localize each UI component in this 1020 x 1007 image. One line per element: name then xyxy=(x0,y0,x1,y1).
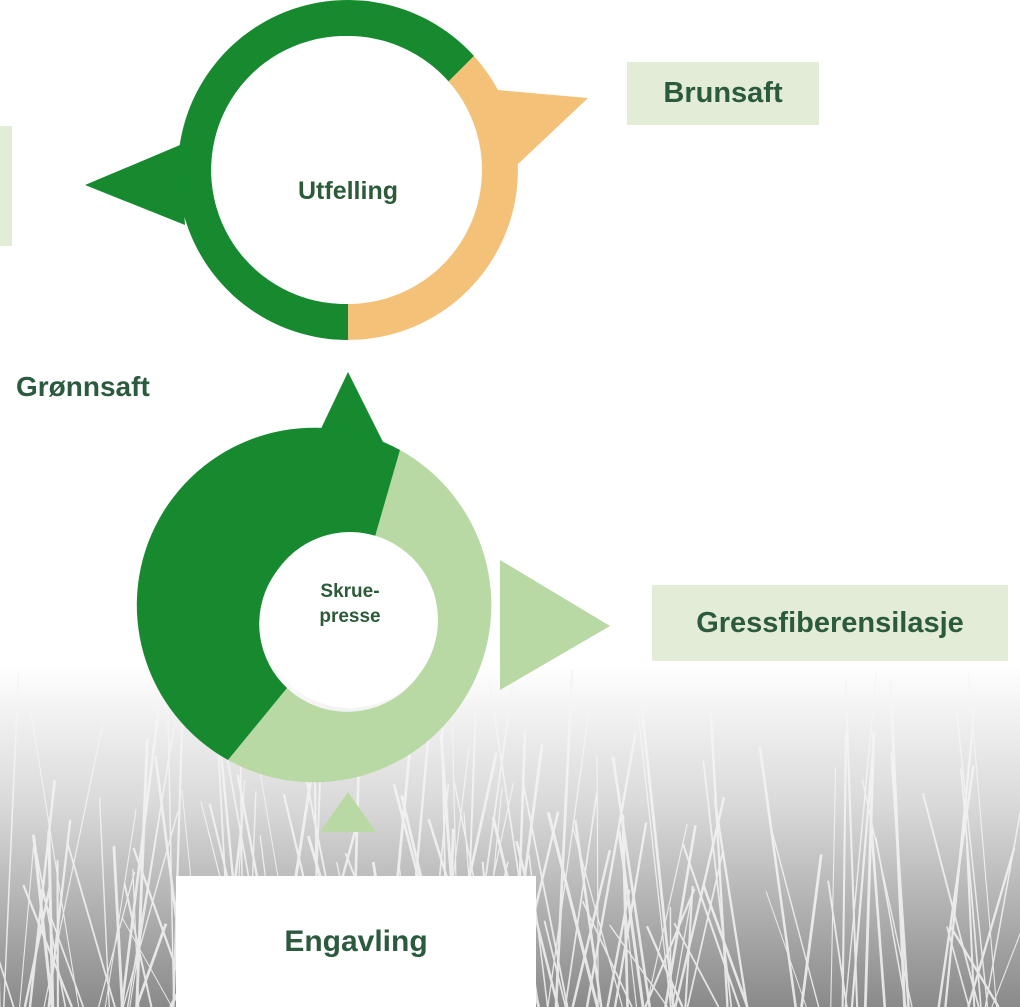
grass-blade xyxy=(890,752,910,1007)
grass-blade xyxy=(850,732,876,1007)
utfelling-center xyxy=(214,36,482,304)
grass-blade xyxy=(863,731,876,1007)
gressfiberensilasje-label: Gressfiberensilasje xyxy=(652,585,1008,661)
grass-blade xyxy=(43,722,104,1007)
skruepresse-donut xyxy=(136,372,610,832)
grass-blade xyxy=(844,678,859,1007)
grass-blade xyxy=(3,672,20,1007)
grass-blade xyxy=(104,809,137,1007)
grass-blade xyxy=(830,767,837,1007)
grass-blade xyxy=(617,830,645,1007)
grass-blade xyxy=(621,814,629,1007)
grønnsaft-arrow xyxy=(85,145,185,225)
gressfiberensilasje-text: Gressfiberensilasje xyxy=(696,606,964,639)
grass-blade xyxy=(967,847,1016,1007)
utfelling-text: Utfelling xyxy=(298,176,398,205)
gronnsaft-text: Grønnsaft xyxy=(16,371,150,402)
grass-blade xyxy=(636,699,672,1007)
grass-blade xyxy=(671,886,694,1007)
grass-blade xyxy=(585,731,637,1007)
grass-blade xyxy=(166,670,175,1007)
skruepresse-center xyxy=(262,532,438,708)
grass-blade xyxy=(28,780,56,1007)
grass-blade xyxy=(768,819,820,1007)
grass-blade xyxy=(984,809,1020,1007)
gronnsaft-label: Grønnsaft xyxy=(16,362,196,412)
grass-blade xyxy=(967,671,998,1007)
grass-blade xyxy=(172,720,184,1007)
grass-blade xyxy=(949,925,1000,1007)
grass-blade xyxy=(869,819,887,1007)
grass-blade xyxy=(32,835,54,1007)
engavling-label: Engavling xyxy=(176,876,536,1007)
utfelling-label: Utfelling xyxy=(238,168,458,214)
grass-blade xyxy=(596,755,599,1007)
utfelling-ring-green xyxy=(177,0,474,341)
grass-blade xyxy=(644,888,696,1007)
grass-blade xyxy=(664,825,697,1007)
engavling-up-arrow xyxy=(320,792,376,832)
grass-blade xyxy=(66,841,116,1007)
grass-blade xyxy=(946,926,970,1007)
grass-blade xyxy=(0,960,15,1007)
grass-blade xyxy=(841,733,847,1007)
grass-blade xyxy=(120,707,161,1007)
grass-blade xyxy=(19,846,35,1007)
grass-blade xyxy=(800,854,823,1007)
grass-blade xyxy=(702,884,749,1007)
grass-blade xyxy=(606,889,631,1007)
grass-blade xyxy=(40,889,85,1007)
grass-blade xyxy=(28,697,80,1007)
grass-blade xyxy=(564,792,598,1007)
grass-blade xyxy=(844,670,878,1007)
grass-blade xyxy=(135,738,149,1007)
skruepresse-label: Skrue- presse xyxy=(270,565,430,645)
grass-blade xyxy=(937,765,975,1007)
grass-blade xyxy=(758,746,797,1007)
grass-blade xyxy=(954,694,989,1007)
brunsaft-label: Brunsaft xyxy=(627,62,819,125)
skruepresse-text: Skrue- presse xyxy=(319,581,381,627)
grass-blade xyxy=(609,924,669,1007)
utfelling-ring-orange xyxy=(348,56,518,340)
grass-blade xyxy=(528,854,549,1007)
grass-blade xyxy=(135,923,168,1007)
grass-blade xyxy=(543,920,567,1007)
grass-blade xyxy=(112,846,124,1007)
grass-blade xyxy=(827,880,848,1007)
utfelling-ring xyxy=(85,0,588,341)
grass-blade xyxy=(121,917,173,1007)
grass-blade xyxy=(521,779,569,1007)
grass-blade xyxy=(681,843,741,1007)
grass-blade xyxy=(98,797,110,1007)
grass-blade xyxy=(129,737,173,1007)
engavling-text: Engavling xyxy=(284,924,428,958)
grass-blade xyxy=(645,925,684,1007)
gressfiber-arrow xyxy=(500,560,610,690)
grass-blade xyxy=(97,871,136,1007)
grass-blade xyxy=(960,768,982,1007)
grass-blade xyxy=(639,700,675,1007)
grass-blade xyxy=(611,756,651,1007)
grass-blade xyxy=(547,710,590,1007)
grass-blade xyxy=(571,849,612,1007)
grass-blade xyxy=(713,798,749,1007)
grass-blade xyxy=(991,932,1020,1007)
donut-dark-green xyxy=(136,427,400,760)
grass-blade xyxy=(875,837,907,1007)
grass-blade xyxy=(645,823,688,1007)
grass-blade xyxy=(708,700,729,1007)
donut-light-green xyxy=(228,450,492,783)
grass-blade xyxy=(922,793,980,1007)
grass-blade xyxy=(22,884,73,1007)
brunsaft-text: Brunsaft xyxy=(663,77,783,109)
left-label-box xyxy=(0,126,12,246)
